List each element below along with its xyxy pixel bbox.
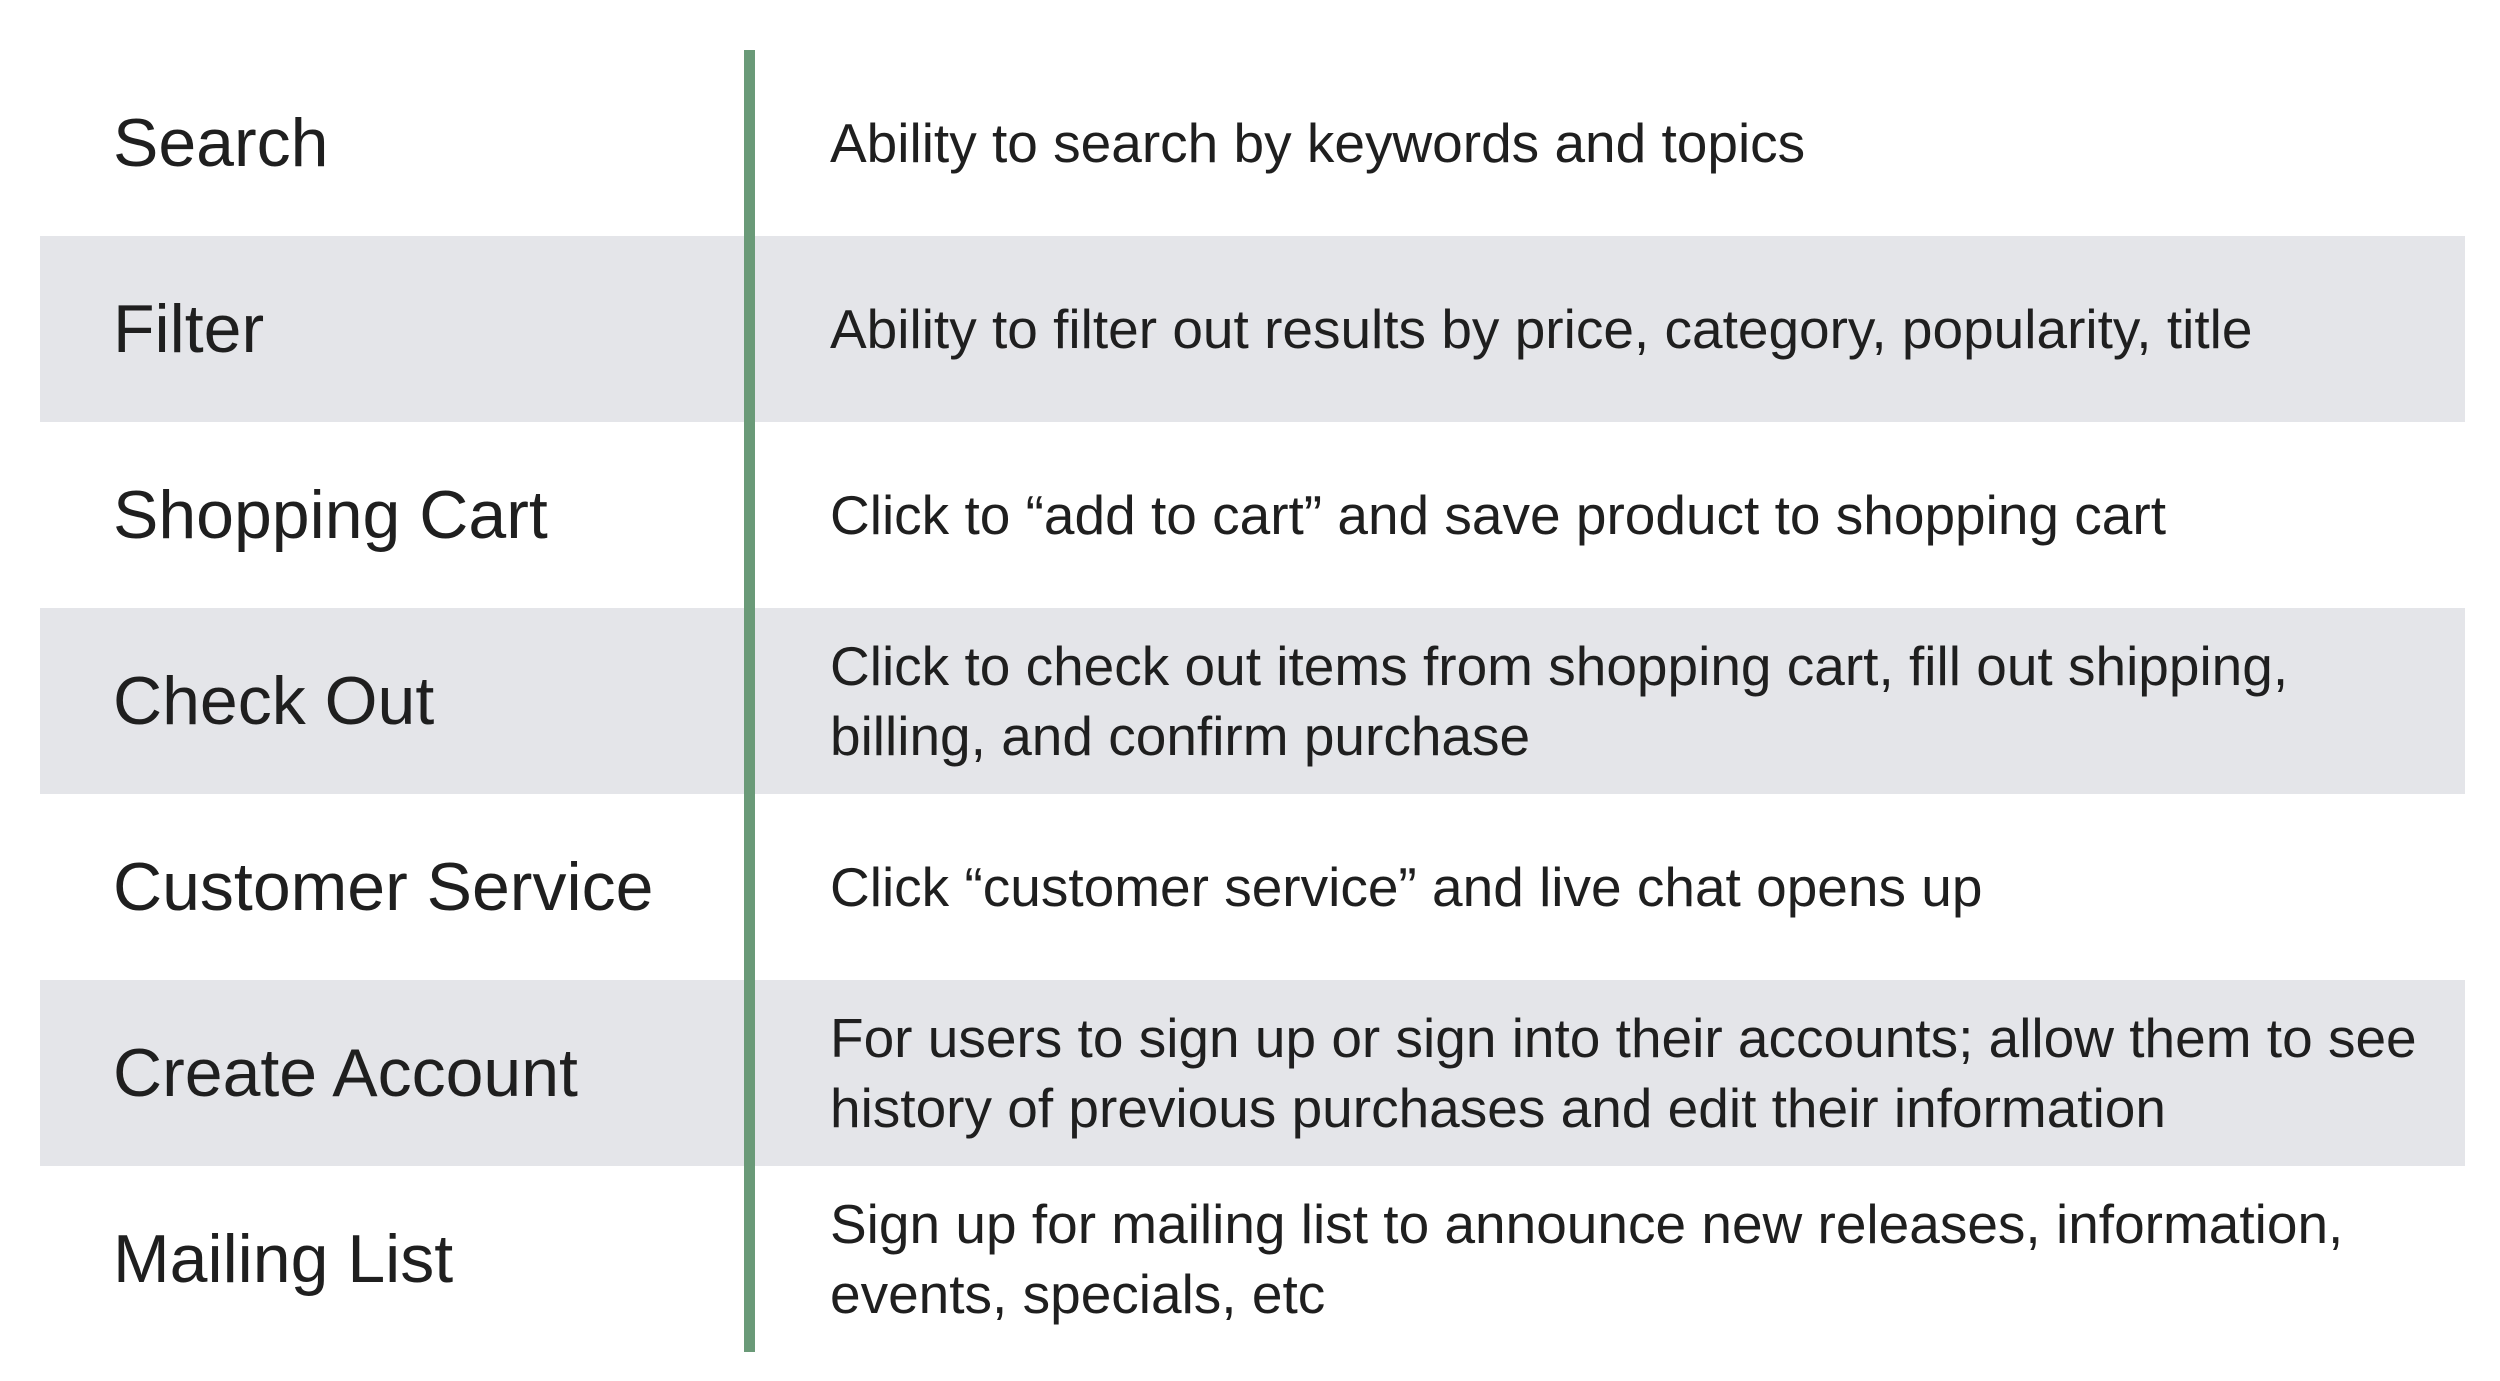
table-row-check-out: Check Out Click to check out items from … bbox=[40, 608, 2465, 794]
feature-name: Mailing List bbox=[113, 1221, 454, 1297]
feature-description: Click “customer service” and live chat o… bbox=[830, 856, 1983, 918]
feature-name: Shopping Cart bbox=[113, 477, 548, 553]
feature-description: Sign up for mailing list to announce new… bbox=[830, 1193, 2344, 1325]
feature-name: Check Out bbox=[113, 663, 435, 739]
feature-description: Ability to search by keywords and topics bbox=[830, 112, 1806, 174]
table-row-mailing-list: Mailing List Sign up for mailing list to… bbox=[40, 1166, 2465, 1352]
feature-description: Click to check out items from shopping c… bbox=[830, 635, 2289, 767]
column-divider bbox=[744, 50, 755, 1352]
feature-name: Customer Service bbox=[113, 849, 654, 925]
table-row-filter: Filter Ability to filter out results by … bbox=[40, 236, 2465, 422]
feature-name: Search bbox=[113, 105, 329, 181]
table-row-search: Search Ability to search by keywords and… bbox=[40, 50, 2465, 236]
table-row-create-account: Create Account For users to sign up or s… bbox=[40, 980, 2465, 1166]
feature-description: For users to sign up or sign into their … bbox=[830, 1007, 2417, 1139]
table-row-customer-service: Customer Service Click “customer service… bbox=[40, 794, 2465, 980]
feature-description: Ability to filter out results by price, … bbox=[830, 298, 2253, 360]
features-table: Search Ability to search by keywords and… bbox=[40, 50, 2465, 1352]
feature-name: Create Account bbox=[113, 1035, 578, 1111]
table-row-shopping-cart: Shopping Cart Click to “add to cart” and… bbox=[40, 422, 2465, 608]
feature-description: Click to “add to cart” and save product … bbox=[830, 484, 2166, 546]
feature-name: Filter bbox=[113, 291, 265, 367]
